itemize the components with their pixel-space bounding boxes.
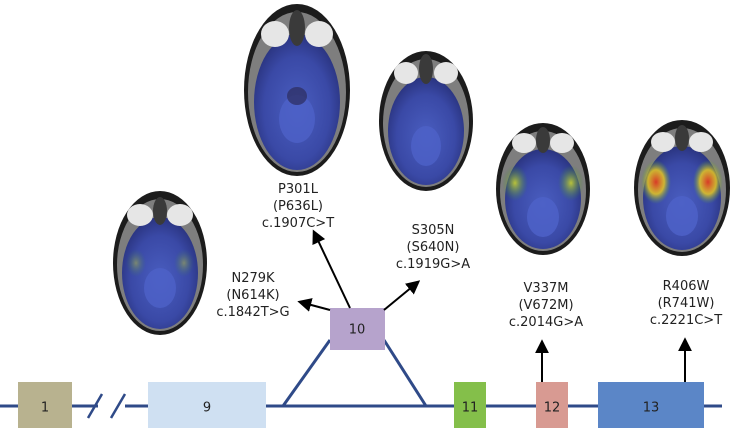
exon-10: 10	[330, 308, 385, 350]
exon-12: 12	[536, 382, 568, 428]
mutation-label-r406w: R406W (R741W) c.2221C>T	[650, 279, 722, 328]
mutation-label-p301l: P301L (P636L) c.1907C>T	[262, 182, 334, 231]
arrow-p301l	[312, 229, 351, 309]
brain-scan-p301l	[244, 4, 350, 176]
exon-label: 1	[41, 401, 49, 416]
mutation-label-s305n: S305N (S640N) c.1919G>A	[396, 223, 470, 272]
mutation-protein: S305N	[412, 223, 455, 238]
exon-1: 1	[18, 382, 72, 428]
mutation-protein: N279K	[231, 271, 275, 286]
mutation-protein: P301L	[278, 182, 319, 197]
exon-label: 13	[643, 401, 660, 416]
mutation-label-v337m: V337M (V672M) c.2014G>A	[509, 281, 583, 330]
mutation-cdna: c.2014G>A	[509, 315, 583, 330]
mutation-protein: R406W	[663, 279, 710, 294]
exon-11: 11	[454, 382, 486, 428]
brain-scan-s305n	[379, 51, 473, 191]
exon-13: 13	[598, 382, 704, 428]
mutation-isoform: (N614K)	[226, 288, 279, 303]
mutation-isoform: (R741W)	[658, 296, 715, 311]
mutation-cdna: c.1919G>A	[396, 257, 470, 272]
brain-scan-n279k	[113, 191, 207, 335]
mutation-cdna: c.2221C>T	[650, 313, 722, 328]
mutation-isoform: (S640N)	[407, 240, 460, 255]
mutation-isoform: (P636L)	[273, 199, 323, 214]
mutation-cdna: c.1907C>T	[262, 216, 334, 231]
splice-line-right	[382, 339, 428, 407]
mutation-protein: V337M	[524, 281, 569, 296]
exon-label: 12	[544, 401, 561, 416]
splice-line-left	[281, 339, 332, 407]
exon-label: 11	[462, 401, 479, 416]
brain-scan-r406w	[634, 120, 730, 256]
mutation-arrows	[297, 229, 692, 382]
exon-label: 9	[203, 401, 211, 416]
mutation-cdna: c.1842T>G	[216, 305, 289, 320]
mutation-label-n279k: N279K (N614K) c.1842T>G	[216, 271, 289, 320]
axis-break-icon	[86, 393, 127, 419]
exon-label: 10	[349, 323, 366, 338]
arrow-n279k	[297, 298, 331, 312]
mutation-isoform: (V672M)	[518, 298, 573, 313]
brain-scan-v337m	[496, 123, 590, 255]
arrow-s305n	[383, 280, 421, 311]
exon-9: 9	[148, 382, 266, 428]
